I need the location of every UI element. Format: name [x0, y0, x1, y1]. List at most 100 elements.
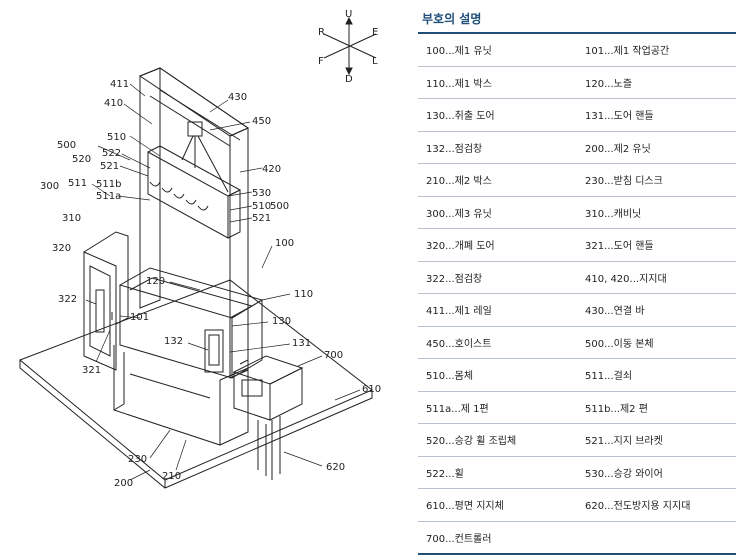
ref-700: 700 [324, 350, 343, 361]
legend-row: 700...컨트롤러 [418, 522, 736, 555]
legend-entry: 300...제3 유닛 [418, 205, 577, 220]
ref-511: 511 [68, 178, 87, 189]
ref-430: 430 [228, 92, 247, 103]
dir-rear-label: R [318, 27, 325, 38]
ref-610: 610 [362, 384, 381, 395]
controller-700 [234, 356, 302, 480]
legend-entry: 200...제2 유닛 [577, 140, 736, 155]
legend-entry: 522...휠 [418, 465, 577, 480]
first-box-110 [120, 268, 262, 378]
ref-322: 322 [58, 294, 77, 305]
legend-entry: 110...제1 박스 [418, 75, 577, 90]
ref-320: 320 [52, 243, 71, 254]
direction-compass: U D R F E L [318, 9, 378, 85]
ref-521-left: 521 [100, 161, 119, 172]
legend-entry: 610...평면 지지체 [418, 497, 577, 512]
flat-support-610 [20, 280, 372, 488]
legend-entry: 530...승강 와이어 [577, 465, 736, 480]
ref-130: 130 [272, 316, 291, 327]
legend-entry: 620...전도방지용 지지대 [577, 497, 736, 512]
ref-511a: 511a [96, 191, 121, 202]
legend-entry: 101...제1 작업공간 [577, 42, 736, 57]
legend-entry: 132...점검창 [418, 140, 577, 155]
hoist-450 [182, 122, 228, 192]
legend-entry: 100...제1 유닛 [418, 42, 577, 57]
ref-230: 230 [128, 454, 147, 465]
ref-510-left: 510 [107, 132, 126, 143]
ref-500-right: 500 [270, 201, 289, 212]
legend-entry: 230...받침 디스크 [577, 172, 736, 187]
legend-entry: 321...도어 핸들 [577, 237, 736, 252]
dir-right-label: E [372, 27, 378, 38]
legend-entry: 131...도어 핸들 [577, 107, 736, 122]
ref-300: 300 [40, 181, 59, 192]
legend-entry: 700...컨트롤러 [418, 530, 577, 545]
patent-figure: U D R F E L [0, 0, 410, 511]
ref-500-left: 500 [57, 140, 76, 151]
ref-321: 321 [82, 365, 101, 376]
moving-body-500 [148, 146, 240, 238]
ref-450: 450 [252, 116, 271, 127]
ref-520: 520 [72, 154, 91, 165]
dir-up-label: U [345, 9, 352, 20]
legend-entry: 511...걸쇠 [577, 367, 736, 382]
legend-entry: 450...호이스트 [418, 335, 577, 350]
ref-530: 530 [252, 188, 271, 199]
dir-front-label: F [318, 56, 324, 67]
legend-entry: 511a...제 1편 [418, 400, 577, 415]
legend-entry: 310...캐비닛 [577, 205, 736, 220]
ref-131: 131 [292, 338, 311, 349]
legend-entry: 130...취출 도어 [418, 107, 577, 122]
legend-entry: 520...승강 휠 조립체 [418, 432, 577, 447]
legend-title: 부호의 설명 [418, 6, 736, 34]
ref-522: 522 [102, 148, 121, 159]
ref-411: 411 [110, 79, 129, 90]
ref-110: 110 [294, 289, 313, 300]
ref-100: 100 [275, 238, 294, 249]
ref-132: 132 [164, 336, 183, 347]
legend-entry: 521...지지 브라켓 [577, 432, 736, 447]
ref-510-right: 510 [252, 201, 271, 212]
legend-entry: 411...제1 레일 [418, 302, 577, 317]
ref-521-right: 521 [252, 213, 271, 224]
ref-420: 420 [262, 164, 281, 175]
ref-620: 620 [326, 462, 345, 473]
dir-down-label: D [345, 74, 353, 85]
legend-entry: 511b...제2 편 [577, 400, 736, 415]
ref-511b: 511b [96, 179, 121, 190]
legend-entry: 430...연결 바 [577, 302, 736, 317]
ref-120: 120 [146, 276, 165, 287]
ref-200: 200 [114, 478, 133, 489]
cabinet-300 [84, 232, 128, 370]
ref-310: 310 [62, 213, 81, 224]
legend-entry: 510...몸체 [418, 367, 577, 382]
legend-entry: 320...개폐 도어 [418, 237, 577, 252]
legend-entry: 322...점검창 [418, 270, 577, 285]
legend-entry: 410, 420...지지대 [577, 270, 736, 285]
second-box-210 [114, 345, 248, 445]
dir-left-label: L [372, 56, 378, 67]
legend-entry: 120...노즐 [577, 75, 736, 90]
ref-101: 101 [130, 312, 149, 323]
ref-410: 410 [104, 98, 123, 109]
legend-entry: 210...제2 박스 [418, 172, 577, 187]
legend-entry: 500...이동 본체 [577, 335, 736, 350]
ref-210: 210 [162, 471, 181, 482]
